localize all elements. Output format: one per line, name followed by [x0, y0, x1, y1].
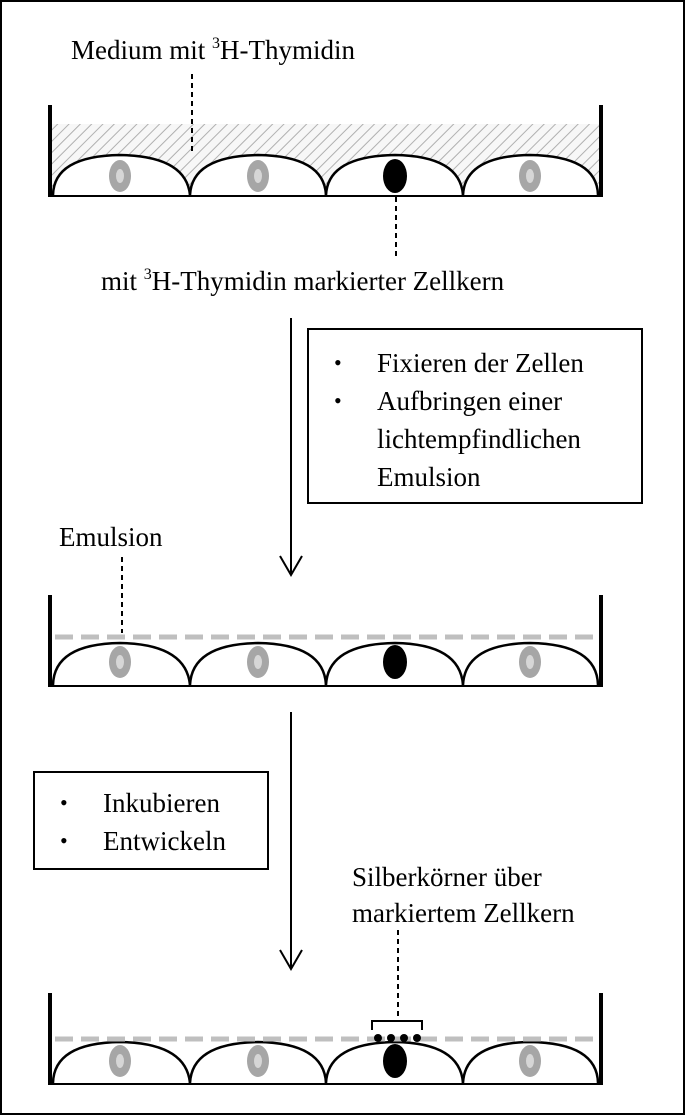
unlabeled-nucleus — [247, 160, 269, 192]
step-list: Fixieren der Zellen Aufbringen einer lic… — [309, 344, 641, 496]
unlabeled-nucleus — [247, 1045, 269, 1077]
unlabeled-nucleus — [247, 646, 269, 678]
step-box-development: Inkubieren Entwickeln — [33, 771, 269, 870]
step-item: Aufbringen einer lichtempfindlichen Emul… — [309, 382, 627, 496]
labeled-nucleus — [383, 645, 407, 679]
silver-grains-label-line1: Silberkörner über — [352, 862, 542, 892]
labeled-nucleus — [383, 159, 407, 193]
unlabeled-nucleus — [109, 1045, 131, 1077]
process-arrow-2 — [279, 712, 303, 971]
unlabeled-nucleus — [109, 646, 131, 678]
unlabeled-nucleus — [519, 1045, 541, 1077]
culture-dish-1 — [48, 74, 603, 256]
labeled-nucleus — [383, 1044, 407, 1078]
silver-grains-bracket — [371, 1020, 423, 1030]
step-item: Inkubieren — [35, 784, 267, 822]
silver-grains-label-line2: markiertem Zellkern — [352, 898, 575, 928]
culture-dish-2 — [48, 557, 603, 687]
unlabeled-nucleus — [109, 160, 131, 192]
silver-grains-label: Silberkörner über markiertem Zellkern — [352, 859, 575, 931]
cell-row — [51, 1040, 600, 1084]
cell-row — [51, 641, 600, 686]
labeled-nucleus-label: mit 3H-Thymidin markierter Zellkern — [101, 266, 505, 296]
step-box-fixation: Fixieren der Zellen Aufbringen einer lic… — [307, 328, 643, 504]
medium-label: Medium mit 3H-Thymidin — [71, 35, 355, 65]
step-item: Fixieren der Zellen — [309, 344, 641, 382]
unlabeled-nucleus — [519, 160, 541, 192]
unlabeled-nucleus — [519, 646, 541, 678]
process-arrow-1 — [279, 318, 303, 577]
emulsion-label: Emulsion — [59, 522, 163, 552]
culture-dish-3 — [48, 930, 603, 1085]
step-list: Inkubieren Entwickeln — [35, 784, 267, 860]
step-item: Entwickeln — [35, 822, 267, 860]
silver-grains — [374, 1034, 421, 1042]
